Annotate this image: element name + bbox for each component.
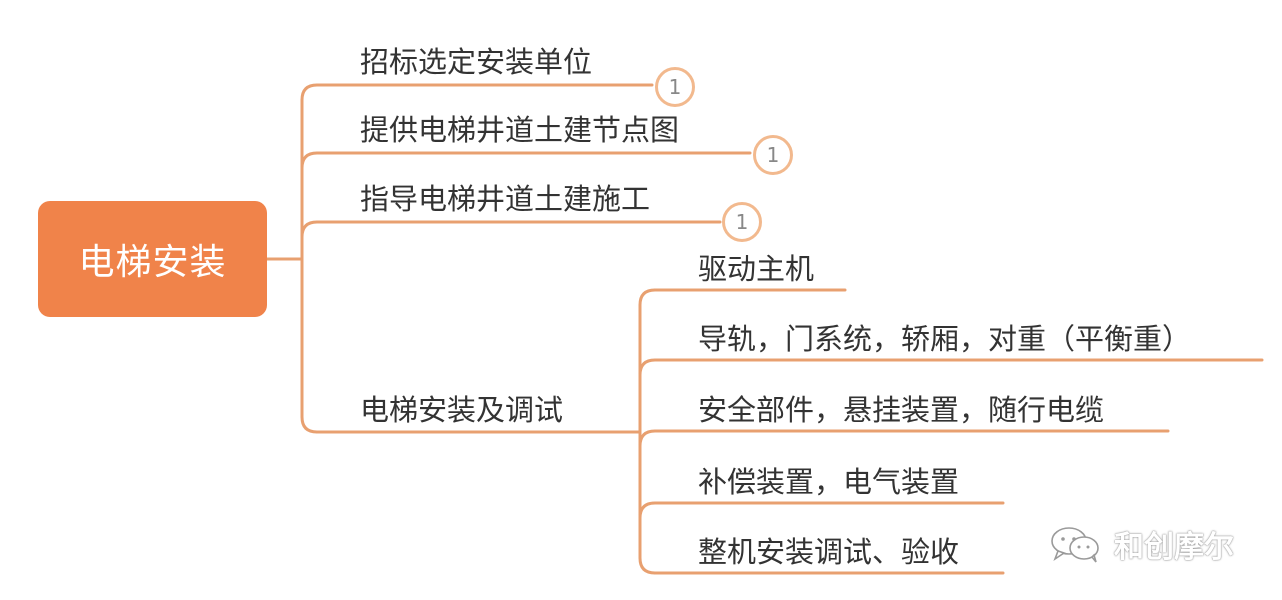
branch-3-line	[300, 220, 722, 239]
branch-2-line	[300, 151, 752, 170]
branch-3-badge[interactable]: 1	[722, 202, 762, 242]
wechat-icon	[1051, 527, 1099, 563]
sub-label-3: 安全部件，悬挂装置，随行电缆	[698, 393, 1105, 427]
root-node[interactable]: 电梯安装	[38, 201, 267, 317]
watermark-text: 和创摩尔	[1114, 530, 1234, 565]
sub-label-5: 整机安装调试、验收	[698, 535, 960, 569]
sub-trunk	[638, 288, 657, 575]
branch-label-1: 招标选定安装单位	[360, 45, 593, 79]
sub-label-4: 补偿装置，电气装置	[698, 465, 960, 499]
sub-3-line	[638, 429, 1170, 448]
sub-2-line	[638, 358, 1264, 377]
sub-label-1: 驱动主机	[698, 252, 815, 286]
sub-4-line	[638, 501, 1005, 520]
branch-1-line	[300, 83, 654, 102]
branch-1-badge[interactable]: 1	[655, 67, 695, 107]
branch-label-3: 指导电梯井道土建施工	[360, 182, 651, 216]
root-label: 电梯安装	[78, 242, 227, 283]
branch-2-badge[interactable]: 1	[753, 135, 793, 175]
main-trunk	[300, 98, 319, 434]
branch-label-4: 电梯安装及调试	[360, 393, 564, 427]
branch-label-2: 提供电梯井道土建节点图	[360, 113, 680, 147]
sub-label-2: 导轨，门系统，轿厢，对重（平衡重）	[698, 322, 1192, 356]
watermark: 和创摩尔	[1048, 522, 1234, 566]
